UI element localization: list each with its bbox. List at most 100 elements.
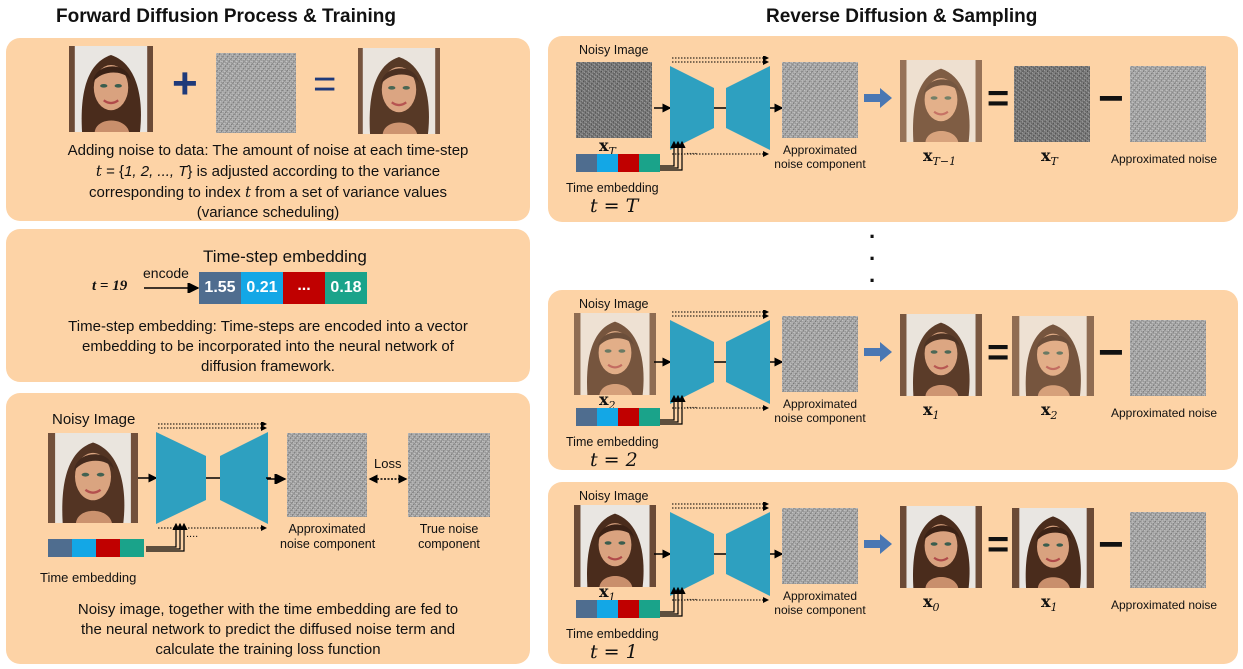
- noisy-face-image: [358, 48, 440, 134]
- reverse-minus-sign: −: [1098, 520, 1124, 569]
- embedding-desc-line2: embedding to be incorporated into the ne…: [82, 338, 454, 355]
- reverse-input-symbol: x2: [599, 390, 616, 413]
- reverse-time-embedding: [576, 600, 660, 618]
- training-ellipsis: ....: [186, 528, 199, 540]
- training-description: Noisy image, together with the time embe…: [12, 600, 524, 660]
- reverse-time-embedding: [576, 154, 660, 172]
- noisy-image-label: Noisy Image: [52, 411, 136, 428]
- reverse-ellipsis: ....: [686, 592, 698, 603]
- training-desc-line1: Noisy image, together with the time embe…: [77, 601, 459, 618]
- right-title: Reverse Diffusion & Sampling: [766, 6, 1038, 27]
- reverse-approx-noise-label: Approximated noise: [1111, 406, 1218, 420]
- vertical-ellipsis-1: ·: [869, 224, 877, 249]
- reverse-blue-arrow: [864, 534, 892, 554]
- reverse-input-symbol: x1: [599, 582, 616, 605]
- reverse-network: [654, 56, 782, 157]
- training-time-embedding-label: Time embedding: [40, 570, 137, 585]
- reverse-noisy-image-label: Noisy Image: [579, 297, 649, 311]
- training-desc-line2: the neural network to predict the diffus…: [80, 621, 456, 638]
- equals-sign: =: [313, 62, 337, 106]
- embedding-vector: 1.55 0.21 ... 0.18: [199, 272, 367, 304]
- reverse-minus-sign: −: [1098, 328, 1124, 377]
- reverse-blue-arrow: [864, 342, 892, 362]
- reverse-row-panel: [548, 290, 1238, 470]
- reverse-rhs-image: [1012, 508, 1094, 588]
- reverse-noisy-image-label: Noisy Image: [579, 489, 649, 503]
- reverse-input-symbol: xT: [599, 136, 616, 159]
- reverse-t-equation: t = T: [590, 195, 639, 217]
- reverse-network: [654, 502, 782, 603]
- reverse-output-symbol: x0: [923, 592, 940, 615]
- reverse-equals-sign: =: [987, 332, 1010, 374]
- reverse-approx-noise-label: Approximated noise: [1111, 598, 1218, 612]
- embedding-header: Time-step embedding: [203, 247, 367, 266]
- training-noisy-image: [48, 433, 138, 523]
- reverse-output-symbol: x1: [923, 400, 940, 423]
- training-approx-noise-image: [287, 433, 367, 517]
- gaussian-noise-image: [216, 53, 296, 133]
- vertical-ellipsis-2: ·: [869, 246, 877, 271]
- reverse-approx-noise-image: [782, 508, 858, 584]
- reverse-rhs-symbol: xT: [1041, 146, 1058, 169]
- reverse-output-image: [900, 506, 982, 588]
- reverse-embedding-arrows: [660, 394, 686, 425]
- reverse-approx-noise-output: [1130, 66, 1206, 142]
- reverse-embedding-arrows: [660, 586, 686, 617]
- reverse-time-embedding-label: Time embedding: [566, 435, 659, 449]
- embedding-cell-1: 1.55: [199, 272, 241, 304]
- embedding-cell-3: ...: [283, 272, 325, 304]
- embedding-panel: [6, 229, 530, 382]
- reverse-output-symbol: xT−1: [923, 146, 957, 169]
- embedding-desc-line3: diffusion framework.: [201, 358, 335, 375]
- t-equals-19: t = 19: [92, 278, 128, 294]
- training-embedding-arrows: [146, 522, 188, 552]
- reverse-approx-noise-image: [782, 62, 858, 138]
- reverse-approx-noise-output: [1130, 512, 1206, 588]
- reverse-approx-noise-output: [1130, 320, 1206, 396]
- reverse-t-equation: t = 2: [590, 449, 638, 471]
- reverse-time-embedding-label: Time embedding: [566, 627, 659, 641]
- reverse-rhs-symbol: x1: [1041, 592, 1058, 615]
- training-output-arrow: [267, 474, 287, 484]
- embedding-description: Time-step embedding: Time-steps are enco…: [12, 317, 524, 377]
- reverse-equals-sign: =: [987, 78, 1010, 120]
- forward-desc-line2: t = {1, 2, ..., T} is adjusted according…: [95, 162, 441, 180]
- reverse-t-equation: t = 1: [590, 641, 638, 663]
- reverse-output-image: [900, 314, 982, 396]
- plus-sign: +: [172, 59, 198, 108]
- reverse-ellipsis: ....: [686, 146, 698, 157]
- reverse-rhs-image: [1012, 316, 1094, 396]
- training-desc-line3: calculate the training loss function: [155, 641, 381, 658]
- training-time-embedding: [48, 539, 144, 557]
- reverse-input-image: [574, 505, 656, 587]
- embedding-desc-line1: Time-step embedding: Time-steps are enco…: [68, 318, 468, 335]
- reverse-ellipsis: ....: [686, 400, 698, 411]
- embedding-cell-2: 0.21: [241, 272, 283, 304]
- reverse-approx-noise-label: Approximated noise: [1111, 152, 1218, 166]
- true-noise-image: [408, 433, 490, 517]
- reverse-noisy-image-label: Noisy Image: [579, 43, 649, 57]
- embedding-cell-4: 0.18: [325, 272, 367, 304]
- reverse-row-panel: [548, 482, 1238, 664]
- loss-label: Loss: [374, 456, 402, 471]
- reverse-output-image: [900, 60, 982, 142]
- reverse-row-panel: [548, 36, 1238, 222]
- clean-face-image: [69, 46, 153, 132]
- forward-description: Adding noise to data: The amount of nois…: [12, 141, 524, 223]
- reverse-blue-arrow: [864, 88, 892, 108]
- left-title: Forward Diffusion Process & Training: [56, 6, 396, 27]
- forward-desc-line3: corresponding to index t from a set of v…: [89, 183, 447, 201]
- reverse-input-image: [574, 313, 656, 395]
- forward-desc-line1: Adding noise to data: The amount of nois…: [67, 142, 469, 159]
- reverse-rhs-symbol: x2: [1041, 400, 1058, 423]
- reverse-minus-sign: −: [1098, 74, 1124, 123]
- forward-desc-line4: (variance scheduling): [196, 204, 340, 221]
- reverse-embedding-arrows: [660, 140, 686, 171]
- loss-arrow: [368, 474, 408, 484]
- training-network: [138, 422, 271, 531]
- reverse-network: [654, 310, 782, 411]
